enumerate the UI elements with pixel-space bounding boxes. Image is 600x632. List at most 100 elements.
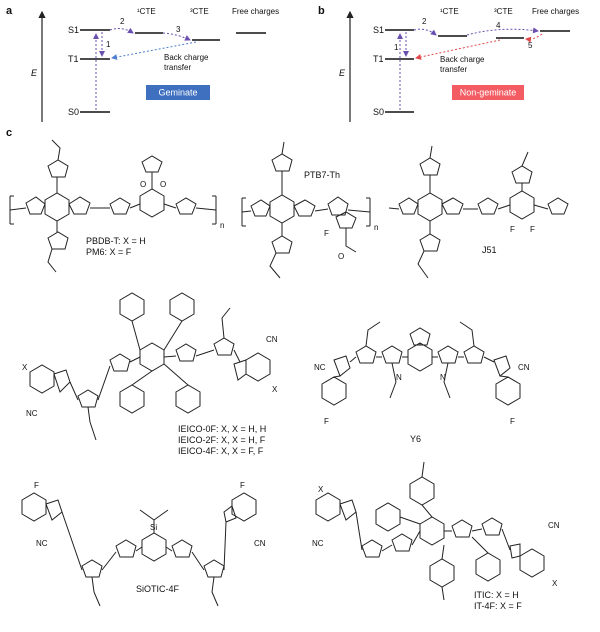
y6-ic-pentagon-right: [493, 355, 511, 377]
ieico-phenyl-3: [119, 384, 145, 414]
itic-x-right: X: [552, 579, 558, 588]
step-2-arrow-b: [413, 28, 437, 36]
siotic-ic-pentagon-right: [223, 505, 237, 523]
panel-c-letter: c: [6, 127, 12, 139]
s1-label-a: S1: [68, 25, 79, 35]
j51-btz-ring: [509, 190, 535, 220]
panel-b-letter: b: [318, 5, 325, 17]
pm6-caption: PM6: X = F: [86, 247, 132, 257]
j51-thiophene-2: [441, 197, 464, 215]
free-label-a: Free charges: [232, 7, 279, 16]
pbdbt-caption: PBDB-T: X = H: [86, 236, 146, 246]
siotic-f-right: F: [240, 481, 245, 490]
geminate-badge-text: Geminate: [158, 88, 197, 98]
panel-a: a E S1 T1 S0 ¹CTE ³CTE Free charges 1 2 …: [6, 5, 279, 122]
itic-phenyl-4: [475, 552, 501, 582]
step-2-a: 2: [120, 17, 125, 26]
y6-ic-pentagon-left: [333, 355, 351, 377]
ieico-fused-thiophene-2: [175, 343, 197, 362]
itic-fused-thiophene-1: [391, 533, 413, 552]
molecule-pbdbt: O O n PBDB-T: X = H PM6: X = F: [9, 139, 224, 273]
itic-caption: ITIC: X = H: [474, 590, 519, 600]
ieico-x-right: X: [272, 385, 278, 394]
siotic-ic-benzene-left: [21, 492, 47, 522]
geminate-badge: [146, 85, 210, 100]
siotic-thiophene-2: [203, 559, 225, 578]
energy-label-a: E: [31, 68, 38, 78]
ieico-thiophene-1: [77, 389, 99, 408]
back-transfer-a-2: transfer: [164, 63, 191, 72]
siotic-ic-pentagon-left: [45, 499, 63, 521]
y6-ic-benzene-right: [495, 376, 521, 406]
itic-ic-benzene-right: [519, 548, 545, 578]
molecule-siotic: Si F F NC CN SiOTIC-4F: [21, 481, 266, 607]
ptb7-side-thiophene-bottom: [271, 235, 293, 254]
y6-core-benzene: [407, 342, 433, 372]
ptb7-core-ring: [269, 194, 295, 224]
siotic-f-left: F: [34, 481, 39, 490]
pbdbt-thiophene-1: [25, 196, 46, 215]
ieico-core-benzene: [139, 342, 165, 372]
ptb7-tt-ring-2: [335, 211, 357, 229]
step-1-a: 1: [106, 40, 111, 49]
siotic-fused-thiophene-1: [115, 539, 137, 558]
ieico-0f-caption: IEICO-0F: X, X = H, H: [178, 424, 266, 434]
itic-ic-pentagon-left: [339, 499, 357, 521]
pbdbt-oxygen-2: O: [160, 180, 166, 189]
step-2-arrow-a: [109, 27, 134, 34]
y6-n-left: N: [396, 373, 402, 382]
j51-caption: J51: [482, 245, 497, 255]
t1-label-b: T1: [373, 54, 384, 64]
pbdbt-core-ring: [44, 192, 70, 222]
itic-ic-pentagon-right: [509, 543, 521, 559]
free-label-b: Free charges: [532, 7, 579, 16]
s1-label-b: S1: [373, 25, 384, 35]
j51-fluorine-2: F: [530, 225, 535, 234]
siotic-si: Si: [150, 523, 157, 532]
pbdbt-side-thiophene-bottom: [47, 231, 69, 250]
itic-cn-right: CN: [548, 521, 560, 530]
cte1-label-b: ¹CTE: [440, 7, 459, 16]
ptb7-thiophene-1: [250, 199, 271, 217]
molecule-ieico: X X NC CN IEICO-0F: X, X = H, H IEICO-2F…: [22, 292, 278, 456]
y6-pyrrole-left: [381, 345, 403, 364]
ieico-cn-left: NC: [26, 409, 38, 418]
y6-backbone: [333, 321, 509, 399]
j51-triazole-ring: [511, 165, 533, 184]
it4f-caption: IT-4F: X = F: [474, 601, 522, 611]
molecule-y6: N N F F NC CN Y6: [314, 321, 530, 444]
y6-f-left: F: [324, 417, 329, 426]
t1-label-a: T1: [68, 54, 79, 64]
step-2-b: 2: [422, 17, 427, 26]
ieico-phenyl-1: [119, 292, 145, 322]
non-geminate-badge-text: Non-geminate: [460, 88, 517, 98]
y6-f-right: F: [510, 417, 515, 426]
ieico-cn-right: CN: [266, 335, 278, 344]
j51-core-ring: [417, 192, 443, 222]
j51-thiophene-4: [547, 197, 569, 215]
j51-thiophene-1: [398, 197, 419, 215]
molecule-j51: F F J51: [388, 145, 569, 279]
cte3-label-a: ³CTE: [190, 7, 209, 16]
pbdbt-side-thiophene-top: [47, 159, 69, 178]
ieico-2f-caption: IEICO-2F: X, X = H, F: [178, 435, 266, 445]
itic-phenyl-3: [429, 558, 455, 588]
ieico-ic-pentagon-left: [53, 369, 71, 393]
y6-pyrrole-right: [437, 345, 459, 364]
pbdbt-thiophene-3: [109, 197, 131, 215]
itic-fused-thiophene-2: [451, 519, 473, 538]
step-1-b: 1: [394, 43, 399, 52]
ieico-fused-thiophene-1: [109, 353, 131, 372]
pbdbt-side-chains: [47, 139, 61, 273]
ieico-4f-caption: IEICO-4F: X, X = F, F: [178, 446, 264, 456]
siotic-fused-thiophene-2: [171, 539, 193, 558]
pbdbt-thiophene-2: [68, 196, 91, 215]
ptb7-side-thiophene-top: [271, 153, 293, 172]
itic-x-left: X: [318, 485, 324, 494]
pbdbt-thiophene-4: [175, 197, 197, 215]
ieico-phenyl-4: [175, 384, 201, 414]
ieico-ic-benzene-right: [245, 352, 271, 382]
siotic-core-ring: [141, 532, 167, 562]
panel-b: b E S1 T1 S0 ¹CTE ³CTE Free charges 1 2 …: [318, 5, 579, 122]
